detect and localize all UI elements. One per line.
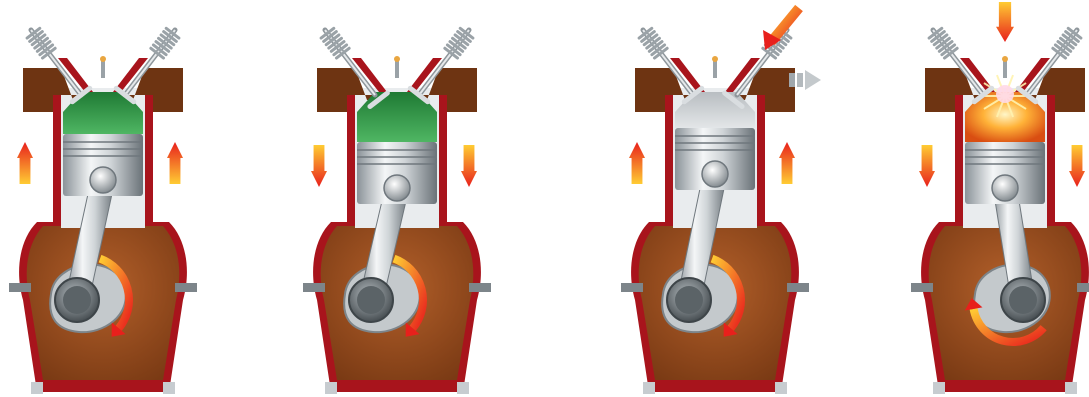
engine-stroke-2 <box>303 28 491 394</box>
spark-plug-tip <box>100 56 106 62</box>
right-flange <box>1077 283 1089 292</box>
exhaust-flow-arrow <box>789 70 821 90</box>
left-foot <box>31 382 43 394</box>
spark-plug <box>713 60 717 78</box>
engine-stroke-4 <box>911 2 1089 394</box>
piston-direction-arrow-left <box>629 142 645 184</box>
left-foot <box>643 382 655 394</box>
piston-direction-arrow-left <box>311 145 327 187</box>
crankshaft-center <box>1009 286 1037 314</box>
right-flange <box>175 283 197 292</box>
piston-direction-arrow-right <box>1069 145 1085 187</box>
right-foot <box>457 382 469 394</box>
piston-direction-arrow-right <box>167 142 183 184</box>
engine-stroke-1 <box>9 28 197 394</box>
crankshaft-center <box>63 286 91 314</box>
spark-plug-tip <box>1002 56 1008 62</box>
spark-plug <box>1003 60 1007 78</box>
right-foot <box>163 382 175 394</box>
intake-flow-arrow <box>763 8 799 50</box>
piston-direction-arrow-right <box>461 145 477 187</box>
right-flange <box>469 283 491 292</box>
left-foot <box>933 382 945 394</box>
wrist-pin <box>384 175 410 201</box>
left-flange <box>621 283 643 292</box>
right-foot <box>775 382 787 394</box>
wrist-pin <box>90 167 116 193</box>
right-flange <box>787 283 809 292</box>
left-flange <box>9 283 31 292</box>
right-foot <box>1065 382 1077 394</box>
left-flange <box>911 283 933 292</box>
piston-direction-arrow-left <box>17 142 33 184</box>
left-flange <box>303 283 325 292</box>
spark-plug <box>395 60 399 78</box>
crankshaft-center <box>675 286 703 314</box>
engine-stroke-3 <box>621 8 821 394</box>
wrist-pin <box>702 161 728 187</box>
piston-direction-arrow-left <box>919 145 935 187</box>
spark-plug-tip <box>394 56 400 62</box>
piston-direction-arrow-right <box>779 142 795 184</box>
wrist-pin <box>992 175 1018 201</box>
crankshaft-center <box>357 286 385 314</box>
spark-plug <box>101 60 105 78</box>
ignition-arrow <box>996 2 1014 42</box>
left-foot <box>325 382 337 394</box>
spark-plug-tip <box>712 56 718 62</box>
